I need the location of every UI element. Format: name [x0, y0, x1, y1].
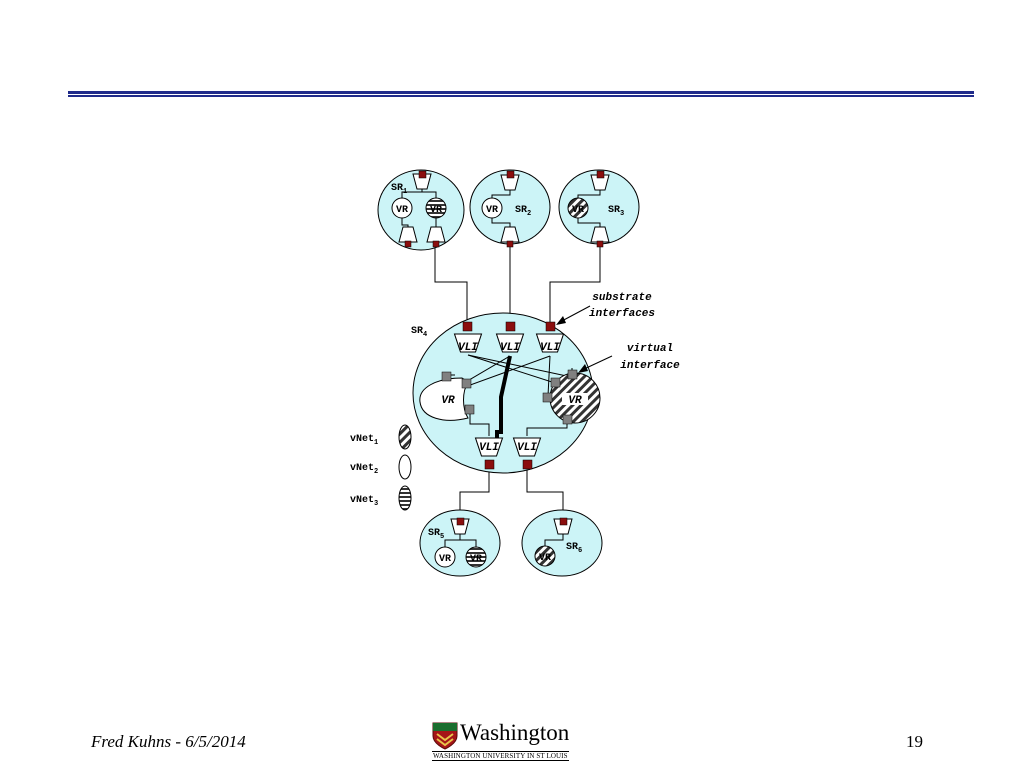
svg-text:virtual: virtual — [627, 343, 673, 355]
sr5-label: SR5 — [428, 528, 444, 541]
link-sr3-sr4 — [549, 245, 601, 325]
virtual-port — [567, 369, 578, 380]
annotation-substrate: substrate interfaces — [556, 292, 655, 325]
substrate-port — [484, 459, 495, 470]
annotation-virtual: virtual interface — [578, 343, 680, 373]
router-sr6: VR SR6 — [521, 509, 603, 577]
logo-title: Washington — [460, 720, 570, 745]
virtual-port — [461, 378, 472, 389]
router-sr5: VR VR SR5 — [419, 509, 501, 577]
virtual-port — [550, 377, 561, 388]
legend-item-vnet3: vNet3 — [350, 485, 412, 511]
vli-top-1-label: VLI — [458, 342, 478, 354]
university-logo: Washington WASHINGTON UNIVERSITY IN ST L… — [430, 720, 594, 762]
virtual-port — [542, 392, 553, 403]
substrate-port — [545, 321, 556, 332]
sr2-vr-label: VR — [486, 205, 498, 216]
link-sr4-sr5 — [459, 468, 490, 517]
inter-router-links — [434, 245, 601, 517]
shield-icon — [432, 722, 458, 750]
legend: vNet1 vNet2 vNet3 — [350, 424, 412, 511]
sr6-vr-label: VR — [539, 553, 551, 564]
legend-item-vnet2: vNet2 — [350, 454, 412, 480]
virtual-port — [562, 414, 573, 425]
router-sr2: VR SR2 — [469, 169, 551, 248]
virtual-port — [464, 404, 475, 415]
sr1-vr-a-label: VR — [396, 205, 408, 216]
logo-subtitle: WASHINGTON UNIVERSITY IN ST LOUIS — [432, 751, 569, 761]
substrate-port — [462, 321, 473, 332]
router-sr4: VR VR VLI VLI VLI VLI VLI SR4 — [411, 312, 601, 474]
sr5-vr-a-label: VR — [439, 554, 451, 565]
sr6-label: SR6 — [566, 542, 582, 555]
substrate-port — [505, 321, 516, 332]
sr4-label: SR4 — [411, 326, 427, 339]
vli-top-3-label: VLI — [540, 342, 560, 354]
router-sr1: VR VR SR1 — [377, 169, 465, 251]
vli-bottom-1-label: VLI — [479, 442, 499, 454]
svg-text:vNet3: vNet3 — [350, 495, 378, 508]
sr2-label: SR2 — [515, 205, 531, 218]
svg-text:interface: interface — [620, 360, 680, 372]
vli-bottom-2-label: VLI — [517, 442, 537, 454]
sr4-vr-right-label: VR — [568, 395, 582, 407]
link-sr4-sr6 — [526, 468, 564, 517]
sr1-vr-b-label: VR — [430, 205, 442, 216]
sr1-label: SR1 — [391, 183, 407, 196]
svg-text:interfaces: interfaces — [589, 308, 655, 320]
header-rule-top — [68, 91, 974, 94]
page-number: 19 — [906, 732, 923, 751]
sr4-vr-left-label: VR — [441, 395, 455, 407]
sr5-vr-b-label: VR — [470, 554, 482, 565]
virtual-port — [441, 371, 452, 382]
substrate-port — [522, 459, 533, 470]
vli-top-2-label: VLI — [500, 342, 520, 354]
legend-item-vnet1: vNet1 — [350, 424, 412, 450]
router-sr3: VR SR3 — [558, 169, 640, 248]
link-sr1-sr4 — [434, 245, 468, 325]
svg-text:vNet1: vNet1 — [350, 434, 378, 447]
footer-author: Fred Kuhns - 6/5/2014 — [91, 732, 246, 751]
sr3-label: SR3 — [608, 205, 624, 218]
svg-text:vNet2: vNet2 — [350, 463, 378, 476]
header-rule-bottom — [68, 95, 974, 97]
svg-text:substrate: substrate — [592, 292, 652, 304]
sr3-vr-label: VR — [572, 205, 584, 216]
